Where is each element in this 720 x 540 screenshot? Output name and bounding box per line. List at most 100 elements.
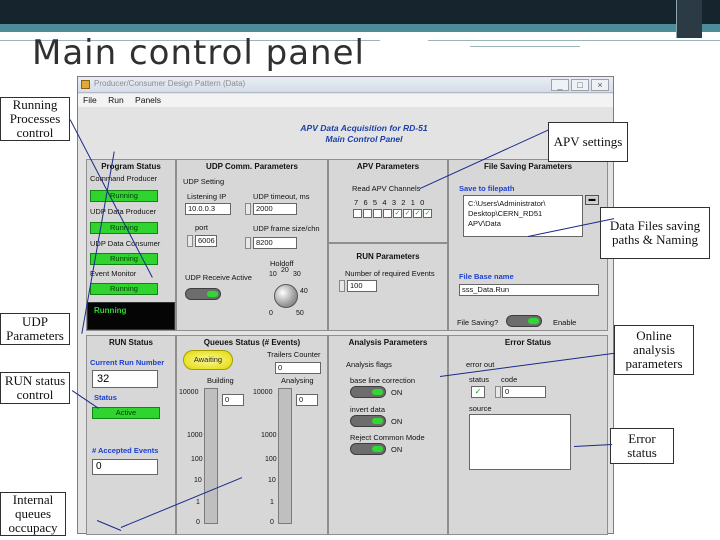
timeout-stepper[interactable]	[245, 203, 251, 215]
frame-size-field[interactable]: 8200	[253, 237, 297, 249]
current-run-label: Current Run Number	[90, 358, 165, 367]
udp-data-consumer-label: UDP Data Consumer	[90, 239, 161, 248]
analysing-tick-0: 0	[270, 519, 274, 526]
analysing-tick-10000: 10000	[253, 389, 273, 396]
analysing-tick-100: 100	[265, 456, 277, 463]
slide-corner-decoration	[676, 0, 702, 38]
callout-online-analysis: Online analysis parameters	[614, 325, 694, 375]
browse-folder-icon[interactable]: ▬	[585, 195, 599, 205]
callout-run-status: RUN status control	[0, 372, 70, 404]
apv-channel-checkboxes: ✓ ✓ ✓ ✓	[353, 209, 435, 219]
apv-channel-0-checkbox[interactable]: ✓	[423, 209, 432, 218]
invert-data-toggle[interactable]	[350, 415, 386, 427]
error-status-title: Error Status	[504, 338, 552, 347]
udp-timeout-field[interactable]: 2000	[253, 203, 297, 215]
required-events-label: Number of required Events	[345, 269, 435, 278]
error-code-label: code	[501, 375, 518, 384]
run-status-panel: RUN Status Current Run Number 32 Status …	[86, 335, 176, 535]
frame-size-label: UDP frame size/chn	[253, 224, 320, 233]
file-saving-knob	[528, 318, 539, 324]
apv-parameters-title: APV Parameters	[356, 162, 420, 171]
file-saving-panel: File Saving Parameters Save to filepath …	[448, 159, 608, 331]
invert-data-state: ON	[391, 417, 403, 426]
building-label: Building	[207, 376, 234, 385]
building-bar	[204, 388, 218, 524]
building-tick-0: 0	[196, 519, 200, 526]
command-producer-led: Running	[90, 190, 158, 202]
invert-data-knob	[372, 418, 383, 424]
apv-channel-2-checkbox[interactable]: ✓	[403, 209, 412, 218]
trailers-counter-label: Trailers Counter	[267, 350, 321, 359]
maximize-button[interactable]: □	[571, 79, 589, 91]
holdoff-tick-30: 30	[293, 271, 301, 278]
baseline-correction-toggle[interactable]	[350, 386, 386, 398]
reject-common-mode-knob	[372, 446, 383, 452]
enable-label: Enable	[553, 318, 577, 327]
callout-udp-parameters: UDP Parameters	[0, 313, 70, 345]
slide-rule-left	[0, 40, 380, 41]
event-monitor-led: Running	[90, 283, 158, 295]
apv-channel-1-checkbox[interactable]: ✓	[413, 209, 422, 218]
required-events-stepper[interactable]	[339, 280, 345, 292]
holdoff-tick-20: 20	[281, 267, 289, 274]
slide-rule-right	[428, 40, 720, 41]
labview-window: Producer/Consumer Design Pattern (Data) …	[77, 76, 614, 535]
command-producer-label: Command Producer	[90, 174, 158, 183]
status-led: Active	[92, 407, 160, 419]
event-monitor-label: Event Monitor	[90, 269, 137, 278]
slide-rule-short	[470, 46, 580, 47]
minimize-button[interactable]: _	[551, 79, 569, 91]
apv-channel-4-checkbox[interactable]	[383, 209, 392, 218]
awaiting-indicator: Awaiting	[183, 350, 233, 370]
port-label: port	[195, 223, 208, 232]
error-status-check: ✓	[471, 386, 485, 398]
callout-internal-queues: Internal queues occupacy	[0, 492, 66, 536]
port-field[interactable]: 6006	[195, 235, 217, 247]
error-source-label: source	[469, 404, 492, 413]
baseline-correction-label: base line correction	[350, 376, 416, 385]
callout-data-files: Data Files saving paths & Naming	[600, 207, 710, 259]
save-to-filepath-label: Save to filepath	[459, 184, 515, 193]
holdoff-tick-0: 0	[269, 310, 273, 317]
reject-common-mode-toggle[interactable]	[350, 443, 386, 455]
file-saving-label: File Saving?	[457, 318, 499, 327]
file-saving-toggle[interactable]	[506, 315, 542, 327]
program-status-panel: Program Status Command Producer Running …	[86, 159, 176, 331]
holdoff-tick-10: 10	[269, 271, 277, 278]
analysis-parameters-panel: Analysis Parameters Analysis flags base …	[328, 335, 448, 535]
file-base-name-field[interactable]: sss_Data.Run	[459, 284, 599, 296]
run-parameters-panel: RUN Parameters Number of required Events…	[328, 243, 448, 331]
analysis-flags-label: Analysis flags	[346, 360, 392, 369]
filepath-field[interactable]: C:\Users\Administrator\ Desktop\CERN_RD5…	[463, 195, 583, 237]
receive-active-label: UDP Receive Active	[185, 273, 252, 282]
holdoff-knob[interactable]	[274, 284, 298, 308]
apv-channel-7-checkbox[interactable]	[353, 209, 362, 218]
file-saving-title: File Saving Parameters	[483, 162, 573, 171]
apv-channel-3-checkbox[interactable]: ✓	[393, 209, 402, 218]
analysing-tick-10: 10	[268, 477, 276, 484]
required-events-field[interactable]: 100	[347, 280, 377, 292]
error-code-stepper	[495, 386, 501, 398]
port-stepper[interactable]	[187, 235, 193, 247]
trailers-counter-field: 0	[275, 362, 321, 374]
close-button[interactable]: ×	[591, 79, 609, 91]
callout-running-processes: Running Processes control	[0, 97, 70, 141]
baseline-correction-state: ON	[391, 388, 403, 397]
holdoff-label: Holdoff	[270, 259, 294, 268]
menu-file[interactable]: File	[83, 95, 97, 105]
receive-active-toggle[interactable]	[185, 288, 221, 300]
apv-channel-6-checkbox[interactable]	[363, 209, 372, 218]
listening-ip-field[interactable]: 10.0.0.3	[185, 203, 231, 215]
menu-run[interactable]: Run	[108, 95, 124, 105]
menu-panels[interactable]: Panels	[135, 95, 162, 105]
reject-common-mode-state: ON	[391, 445, 403, 454]
filepath-line-3: APV\Data	[468, 219, 501, 228]
running-indicator: Running	[87, 302, 175, 330]
building-tick-1000: 1000	[187, 432, 203, 439]
read-apv-channels-label: Read APV Channels	[352, 184, 421, 193]
udp-setting-label: UDP Setting	[183, 177, 225, 186]
frame-size-stepper[interactable]	[245, 237, 251, 249]
receive-active-knob	[207, 291, 218, 297]
slide-top-band	[0, 0, 720, 38]
apv-channel-5-checkbox[interactable]	[373, 209, 382, 218]
